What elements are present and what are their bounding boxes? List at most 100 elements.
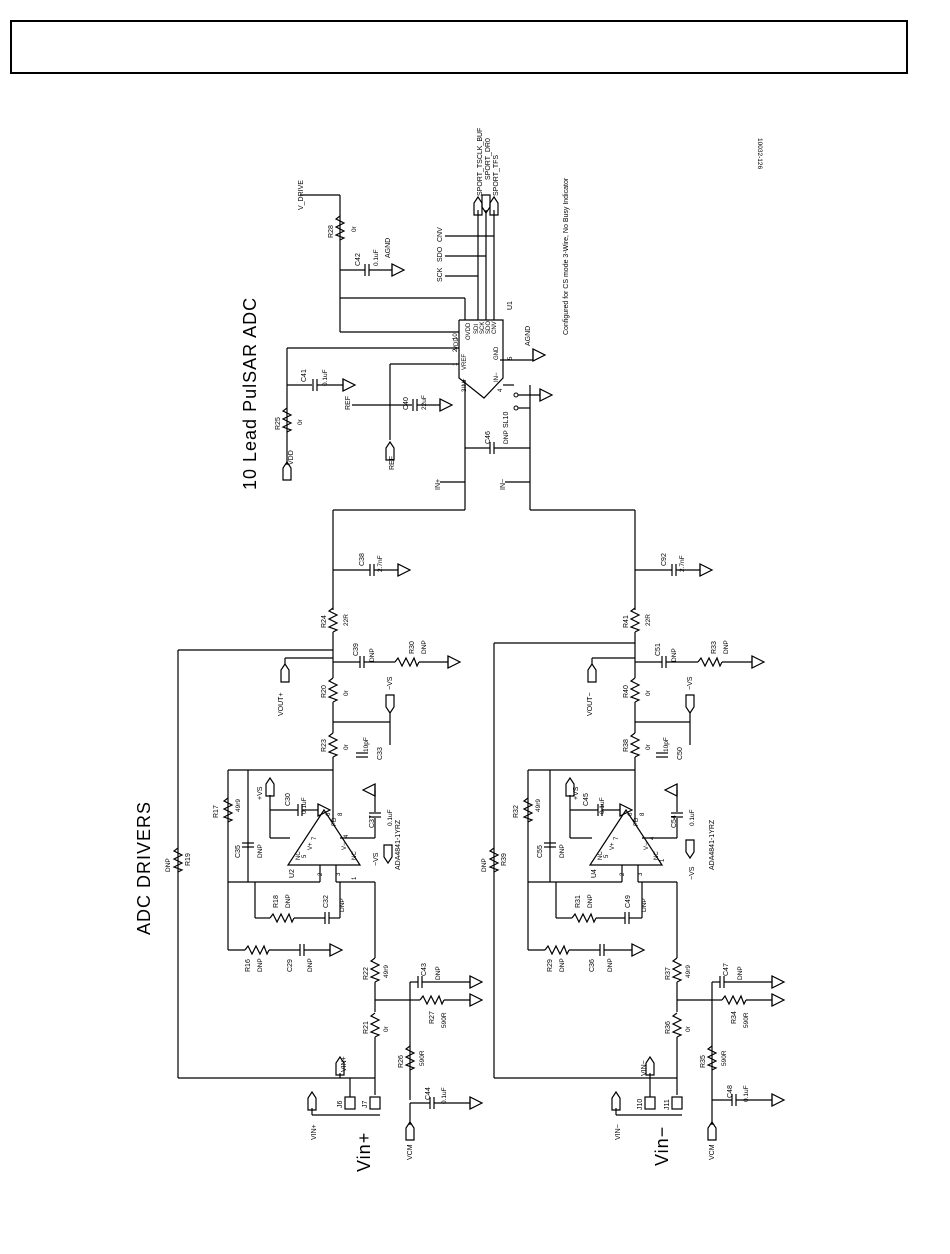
svg-text:C54: C54 <box>671 815 678 828</box>
svg-text:2: 2 <box>318 872 324 876</box>
svg-text:DNP: DNP <box>737 966 744 980</box>
svg-text:OVDD: OVDD <box>466 322 472 340</box>
svg-text:49r9: 49r9 <box>383 965 390 978</box>
svg-text:8: 8 <box>640 812 646 816</box>
svg-text:C39: C39 <box>353 643 360 656</box>
pulsar-title: 10 Lead PulSAR ADC <box>240 297 260 490</box>
svg-text:C44: C44 <box>425 1087 432 1100</box>
svg-text:SPORT_TSCLK_BUF: SPORT_TSCLK_BUF <box>477 128 484 196</box>
svg-text:DNP: DNP <box>503 430 510 444</box>
svg-text:R28: R28 <box>328 225 335 238</box>
svg-text:C48: C48 <box>727 1085 734 1098</box>
svg-text:R25: R25 <box>275 417 282 430</box>
svg-text:VIN+: VIN+ <box>311 1124 318 1140</box>
svg-text:3: 3 <box>638 872 644 876</box>
svg-text:−VS: −VS <box>687 676 694 690</box>
svg-text:4: 4 <box>498 388 504 392</box>
svg-text:0.1uF: 0.1uF <box>599 797 606 814</box>
svg-text:IN−: IN− <box>500 479 507 490</box>
svg-text:C32: C32 <box>323 895 330 908</box>
svg-text:AGND: AGND <box>525 326 532 346</box>
svg-text:DNP: DNP <box>559 958 566 972</box>
vin-minus-title: Vin− <box>652 1126 672 1166</box>
svg-text:DNP: DNP <box>435 966 442 980</box>
svg-text:C42: C42 <box>355 253 362 266</box>
svg-text:DNP: DNP <box>285 894 292 908</box>
svg-text:ADA4841-1YRZ: ADA4841-1YRZ <box>709 819 716 870</box>
svg-text:DNP: DNP <box>339 898 346 912</box>
svg-text:R26: R26 <box>398 1055 405 1068</box>
svg-text:R34: R34 <box>731 1011 738 1024</box>
svg-text:U2: U2 <box>289 869 296 878</box>
svg-text:R35: R35 <box>700 1055 707 1068</box>
svg-text:VIN−: VIN− <box>615 1124 622 1140</box>
svg-text:VOUT−: VOUT− <box>587 692 594 716</box>
svg-text:DNP: DNP <box>559 844 566 858</box>
svg-text:C37: C37 <box>369 815 376 828</box>
svg-text:NC: NC <box>654 851 660 860</box>
svg-text:DNP: DNP <box>481 858 488 872</box>
svg-text:DNP: DNP <box>421 640 428 654</box>
config-note: Configured for CS mode 3-Wire, No Busy I… <box>563 177 570 335</box>
svg-text:0r: 0r <box>343 689 350 696</box>
svg-text:8: 8 <box>338 812 344 816</box>
svg-text:10: 10 <box>453 333 459 340</box>
svg-text:IN+: IN+ <box>435 479 442 490</box>
svg-text:R36: R36 <box>665 1021 672 1034</box>
svg-text:CNV: CNV <box>492 321 498 334</box>
svg-text:10pF: 10pF <box>363 737 370 752</box>
header-frame <box>10 20 908 74</box>
svg-text:REF: REF <box>345 396 352 410</box>
svg-text:0.1uF: 0.1uF <box>387 809 394 826</box>
svg-text:DNP: DNP <box>607 958 614 972</box>
svg-text:C40: C40 <box>403 397 410 410</box>
svg-text:0r: 0r <box>297 418 304 425</box>
svg-text:DNP: DNP <box>257 958 264 972</box>
svg-text:R37: R37 <box>665 967 672 980</box>
svg-text:10pF: 10pF <box>663 737 670 752</box>
svg-text:R20: R20 <box>321 685 328 698</box>
svg-text:6: 6 <box>326 812 332 816</box>
svg-text:IN−: IN− <box>494 372 500 382</box>
vin-plus-title: Vin+ <box>354 1132 374 1172</box>
svg-text:REF: REF <box>389 456 396 470</box>
svg-text:C47: C47 <box>723 963 730 976</box>
svg-text:−VS: −VS <box>689 866 696 880</box>
svg-text:2.7nF: 2.7nF <box>377 555 384 572</box>
svg-text:49r9: 49r9 <box>685 965 692 978</box>
svg-text:2: 2 <box>620 872 626 876</box>
svg-text:J10: J10 <box>637 1099 644 1110</box>
svg-text:0.1uF: 0.1uF <box>689 809 696 826</box>
svg-text:SPORT_DR0: SPORT_DR0 <box>485 138 492 180</box>
svg-text:590R: 590R <box>441 1012 448 1028</box>
figure-id: 10032-126 <box>756 138 763 169</box>
svg-text:J7: J7 <box>362 1101 369 1109</box>
svg-text:CNV: CNV <box>437 227 444 242</box>
svg-text:7: 7 <box>312 836 318 840</box>
svg-text:C51: C51 <box>655 643 662 656</box>
svg-text:C33: C33 <box>377 747 384 760</box>
svg-text:5: 5 <box>508 356 514 360</box>
svg-text:R16: R16 <box>245 959 252 972</box>
svg-text:0r: 0r <box>645 689 652 696</box>
svg-text:R29: R29 <box>547 959 554 972</box>
drivers-title: ADC DRIVERS <box>134 801 154 935</box>
svg-text:R32: R32 <box>513 805 520 818</box>
svg-text:49r9: 49r9 <box>535 799 542 812</box>
svg-text:590R: 590R <box>419 1050 426 1066</box>
svg-text:R24: R24 <box>321 615 328 628</box>
svg-text:J11: J11 <box>664 1099 671 1110</box>
svg-text:R33: R33 <box>711 641 718 654</box>
svg-text:C50: C50 <box>677 747 684 760</box>
svg-text:1: 1 <box>352 876 358 880</box>
svg-text:DNP: DNP <box>165 858 172 872</box>
svg-text:C92: C92 <box>661 553 668 566</box>
svg-text:R21: R21 <box>363 1021 370 1034</box>
svg-text:DNP: DNP <box>671 648 678 662</box>
svg-text:DNP: DNP <box>369 648 376 662</box>
svg-text:R17: R17 <box>213 805 220 818</box>
svg-text:0.1uF: 0.1uF <box>322 369 329 386</box>
svg-text:5: 5 <box>604 854 610 858</box>
svg-text:3: 3 <box>336 872 342 876</box>
